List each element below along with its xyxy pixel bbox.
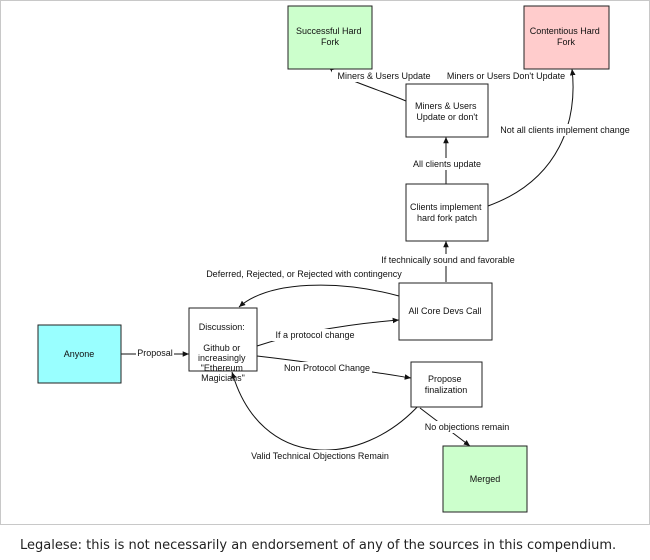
node-contentious-fork-label: Contentious Hard Fork (530, 26, 603, 47)
node-anyone-label: Anyone (64, 349, 95, 359)
node-successful-fork-label: Successful Hard Fork (296, 26, 364, 47)
node-propose-final (410, 361, 483, 408)
flowchart: Anyone Discussion: Github or increasingl… (37, 5, 630, 513)
edge-label-miners-users-update: Miners & Users Update (337, 71, 430, 81)
node-miners-users-label: Miners & Users Update or don't (415, 101, 479, 122)
edge-label-non-protocol-change: Non Protocol Change (284, 363, 370, 373)
edge-label-valid-objections: Valid Technical Objections Remain (251, 451, 389, 461)
node-labels: Anyone Discussion: Github or increasingl… (64, 26, 603, 484)
node-merged-label: Merged (470, 474, 501, 484)
node-miners-users (405, 83, 489, 138)
node-discussion-label: Discussion: Github or increasingly "Ethe… (198, 322, 248, 383)
node-acd-call-label: All Core Devs Call (408, 306, 481, 316)
node-merged (442, 445, 528, 513)
node-contentious-fork (523, 5, 610, 70)
diagram-frame (0, 0, 650, 525)
edge-label-proposal: Proposal (137, 348, 173, 358)
edge-valid-objections (231, 371, 421, 451)
edge-not-all-clients (487, 68, 576, 207)
node-clients-patch (405, 183, 489, 242)
node-successful-fork (287, 5, 373, 70)
node-clients-patch-label: Clients implement hard fork patch (410, 202, 484, 223)
node-discussion (188, 307, 258, 372)
edge-label-no-objections: No objections remain (425, 422, 510, 432)
node-acd-call (398, 282, 493, 341)
edge-labels: Proposal If a protocol change Non Protoc… (136, 70, 630, 462)
edge-deferred (238, 284, 400, 308)
edge-label-miners-users-dont: Miners or Users Don't Update (447, 71, 565, 81)
nodes (37, 5, 610, 513)
edge-label-tech-sound: If technically sound and favorable (381, 255, 515, 265)
edge-label-protocol-change: If a protocol change (275, 330, 354, 340)
node-propose-final-label: Propose finalization (425, 374, 468, 395)
edge-label-not-all-clients: Not all clients implement change (500, 125, 630, 135)
legalese-footer: Legalese: this is not necessarily an end… (20, 538, 617, 553)
edge-label-all-clients-update: All clients update (413, 159, 481, 169)
node-anyone (37, 324, 122, 384)
edge-label-deferred: Deferred, Rejected, or Rejected with con… (206, 269, 402, 279)
